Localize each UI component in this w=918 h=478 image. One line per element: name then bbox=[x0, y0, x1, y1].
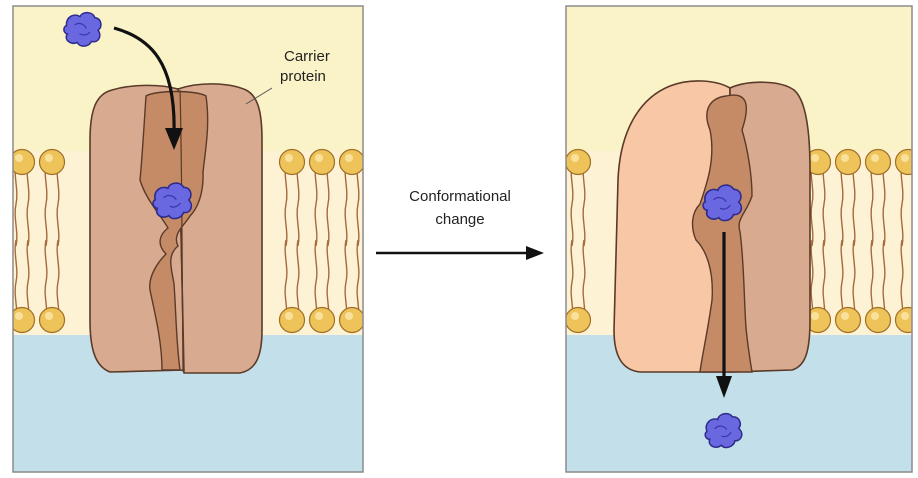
lipid-head bbox=[866, 150, 891, 175]
carrier-protein-label-line2: protein bbox=[280, 68, 326, 85]
carrier-protein-label-line1: Carrier bbox=[284, 48, 330, 65]
right-panel bbox=[566, 6, 918, 472]
lipid-head bbox=[866, 308, 891, 333]
lipid-head bbox=[40, 150, 65, 175]
lipid-head bbox=[340, 308, 365, 333]
solute-molecule-in-protein-right bbox=[703, 185, 741, 221]
conformational-change-label-line1: Conformational bbox=[409, 188, 511, 205]
lipid-head bbox=[566, 150, 591, 175]
lipid-head bbox=[836, 308, 861, 333]
conformational-change-label-line2: change bbox=[435, 211, 484, 228]
lipid-head bbox=[896, 308, 918, 333]
lipid-head bbox=[566, 308, 591, 333]
lipid-head bbox=[40, 308, 65, 333]
middle-area: Conformational change bbox=[376, 188, 544, 260]
left-panel: Carrier protein bbox=[10, 6, 365, 472]
conformational-change-arrow-head bbox=[526, 246, 544, 260]
lipid-head bbox=[280, 150, 305, 175]
lipid-head bbox=[310, 150, 335, 175]
lipid-head bbox=[310, 308, 335, 333]
lipid-head bbox=[280, 308, 305, 333]
carrier-protein-left bbox=[90, 84, 262, 373]
lipid-head bbox=[836, 150, 861, 175]
lipid-head bbox=[896, 150, 918, 175]
solute-molecule-in-protein bbox=[153, 183, 191, 219]
carrier-protein-right bbox=[614, 81, 810, 372]
lipid-head bbox=[340, 150, 365, 175]
